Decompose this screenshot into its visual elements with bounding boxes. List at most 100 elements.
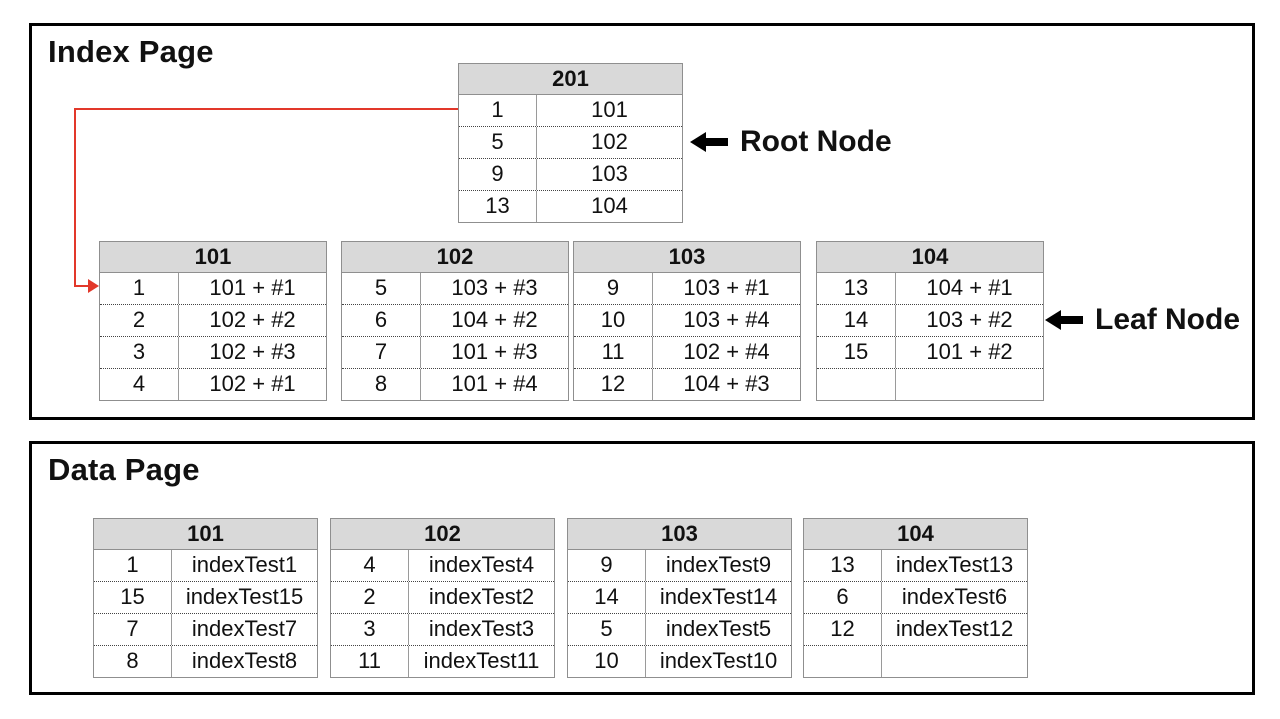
value-cell: indexTest7 xyxy=(191,616,298,641)
table-row: 8 101 + #4 xyxy=(342,368,568,400)
value-cell: indexTest6 xyxy=(901,584,1008,609)
value-cell: indexTest2 xyxy=(428,584,535,609)
value-cell: indexTest13 xyxy=(895,552,1014,577)
key-cell: 14 xyxy=(568,582,647,613)
table-header: 104 xyxy=(804,519,1027,550)
value-cell: 104 + #1 xyxy=(926,275,1013,300)
table-row: 8 indexTest8 xyxy=(94,645,317,677)
key-cell: 5 xyxy=(342,273,422,304)
leaf-node-label: Leaf Node xyxy=(1045,302,1240,338)
table-row: 14 indexTest14 xyxy=(568,581,791,613)
value-cell: 102 + #3 xyxy=(209,339,296,364)
value-cell: 101 + #4 xyxy=(451,371,538,396)
value-cell: 101 + #3 xyxy=(451,339,538,364)
key-cell: 1 xyxy=(94,550,173,581)
value-cell: 103 + #4 xyxy=(683,307,770,332)
value-cell: indexTest1 xyxy=(191,552,298,577)
value-cell: 101 + #2 xyxy=(926,339,1013,364)
value-cell: indexTest4 xyxy=(428,552,535,577)
key-cell: 15 xyxy=(94,582,173,613)
value-cell: 102 + #4 xyxy=(683,339,770,364)
table-header: 102 xyxy=(342,242,568,273)
key-cell: 1 xyxy=(100,273,180,304)
value-cell: 101 xyxy=(591,97,628,122)
table-header: 104 xyxy=(817,242,1043,273)
table-row: 15 indexTest15 xyxy=(94,581,317,613)
value-cell: indexTest9 xyxy=(665,552,772,577)
value-cell: 103 xyxy=(591,161,628,186)
key-cell: 2 xyxy=(331,582,410,613)
key-cell: 8 xyxy=(94,646,173,677)
value-cell: indexTest3 xyxy=(428,616,535,641)
value-cell: indexTest11 xyxy=(423,648,540,673)
value-cell: 104 xyxy=(591,193,628,218)
data-page-title: Data Page xyxy=(48,452,200,487)
key-cell: 14 xyxy=(817,305,897,336)
table-header: 102 xyxy=(331,519,554,550)
value-cell: 102 + #2 xyxy=(209,307,296,332)
value-cell: indexTest10 xyxy=(659,648,778,673)
table-header: 101 xyxy=(94,519,317,550)
value-cell: indexTest14 xyxy=(659,584,778,609)
table-row: 2 indexTest2 xyxy=(331,581,554,613)
key-cell: 1 xyxy=(459,95,538,126)
table-row: 5 103 + #3 xyxy=(342,273,568,304)
key-cell xyxy=(804,646,883,677)
key-cell: 8 xyxy=(342,369,422,400)
table-header: 103 xyxy=(568,519,791,550)
left-arrow-icon xyxy=(1045,310,1083,330)
value-cell: 103 + #3 xyxy=(451,275,538,300)
value-cell: indexTest5 xyxy=(665,616,772,641)
value-cell: indexTest8 xyxy=(191,648,298,673)
table-header: 103 xyxy=(574,242,800,273)
key-cell: 7 xyxy=(342,337,422,368)
key-cell: 15 xyxy=(817,337,897,368)
key-cell: 11 xyxy=(331,646,410,677)
table-row: 11 indexTest11 xyxy=(331,645,554,677)
table-row: 15 101 + #2 xyxy=(817,336,1043,368)
value-cell xyxy=(896,369,1043,400)
key-cell: 10 xyxy=(568,646,647,677)
root-node-label: Root Node xyxy=(690,124,892,160)
table-row: 1 101 xyxy=(459,95,682,126)
key-cell: 4 xyxy=(100,369,180,400)
key-cell: 12 xyxy=(574,369,654,400)
table-row: 13 104 xyxy=(459,190,682,222)
table-row: 9 indexTest9 xyxy=(568,550,791,581)
value-cell: 104 + #3 xyxy=(683,371,770,396)
table-row: 7 101 + #3 xyxy=(342,336,568,368)
index-page-title: Index Page xyxy=(48,34,214,69)
value-cell: 103 + #2 xyxy=(926,307,1013,332)
key-cell: 13 xyxy=(817,273,897,304)
key-cell: 9 xyxy=(568,550,647,581)
key-cell: 13 xyxy=(459,191,538,222)
table-row: 4 indexTest4 xyxy=(331,550,554,581)
value-cell: indexTest15 xyxy=(185,584,304,609)
table-row xyxy=(804,645,1027,677)
key-cell: 12 xyxy=(804,614,883,645)
value-cell: 104 + #2 xyxy=(451,307,538,332)
key-cell: 4 xyxy=(331,550,410,581)
